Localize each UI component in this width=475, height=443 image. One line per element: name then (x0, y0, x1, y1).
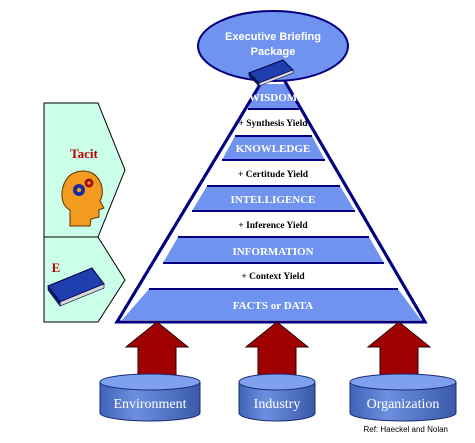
layer-label-wisdom: WISDOM (249, 92, 298, 104)
source-label-environment: Environment (113, 397, 186, 412)
yield-inference: + Inference Yield (238, 221, 308, 231)
layer-wisdom (248, 84, 299, 109)
arrow-organization (366, 321, 432, 379)
layer-label-information: INFORMATION (232, 246, 313, 258)
source-arrows (124, 321, 432, 379)
briefing-book-icon (248, 59, 294, 87)
layer-information (163, 237, 384, 263)
cylinder-organization: Organization (349, 373, 457, 422)
layer-label-facts: FACTS or DATA (233, 300, 314, 312)
arrow-industry (244, 321, 310, 379)
reference-note: Ref: Haeckel and Nolan (364, 425, 449, 434)
yield-context: + Context Yield (241, 272, 305, 282)
layer-label-knowledge: KNOWLEDGE (236, 143, 311, 155)
pyramid: WISDOM KNOWLEDGE INTELLIGENCE INFORMATIO… (114, 76, 428, 324)
yield-certitude: + Certitude Yield (238, 170, 309, 180)
side-panels: Tacit E (43, 102, 126, 323)
arrow-environment (124, 321, 190, 379)
source-label-industry: Industry (254, 397, 301, 412)
executive-briefing-line1: Executive Briefing (225, 31, 321, 43)
layer-knowledge (222, 136, 325, 160)
layer-facts (122, 289, 421, 320)
source-label-organization: Organization (367, 397, 440, 412)
source-cylinders: Environment Industry Organization (99, 373, 457, 422)
yield-synthesis: + Synthesis Yield (238, 119, 308, 129)
cylinder-environment: Environment (99, 373, 201, 422)
executive-briefing-line2: Package (251, 46, 296, 58)
head-gears-icon (61, 170, 105, 227)
layer-separators (149, 108, 398, 290)
layer-label-intelligence: INTELLIGENCE (231, 194, 316, 206)
explicit-label-partial: E (52, 260, 61, 275)
book-icon (47, 267, 105, 307)
executive-briefing-package: Executive Briefing Package (197, 10, 349, 87)
executive-briefing-ellipse (197, 10, 349, 82)
cylinder-industry: Industry (238, 373, 316, 422)
layer-intelligence (192, 186, 355, 211)
tacit-label: Tacit (70, 146, 98, 161)
